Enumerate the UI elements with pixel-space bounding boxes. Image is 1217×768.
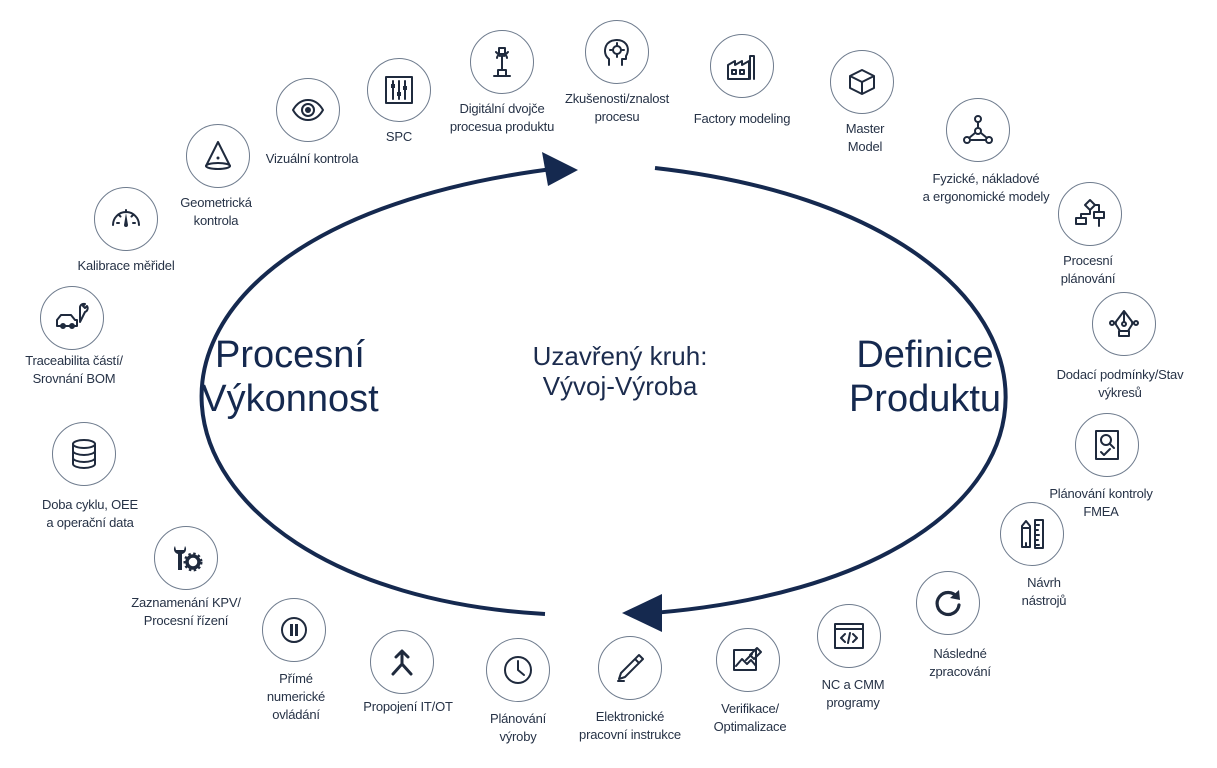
- cube-icon: [830, 50, 894, 114]
- cone-icon: [186, 124, 250, 188]
- sliders-icon: [367, 58, 431, 122]
- node-label: Návrh nástrojů: [1021, 575, 1067, 608]
- node-label: SPC: [385, 129, 413, 144]
- node-label: Verifikace/ Optimalizace: [713, 701, 787, 734]
- node-label: Zaznamenání KPV/ Procesní řízení: [131, 595, 241, 628]
- node-label: Dodací podmínky/Stav výkresů: [1056, 367, 1184, 400]
- node-label: Plánování kontroly FMEA: [1049, 486, 1153, 519]
- pen-nib-icon: [1092, 292, 1156, 356]
- node-label: Doba cyklu, OEE a operační data: [42, 497, 138, 530]
- wrench-gear-icon: [154, 526, 218, 590]
- node-label: NC a CMM programy: [821, 677, 885, 710]
- node-label: Geometrická kontrola: [180, 195, 252, 228]
- node-label: Vizuální kontrola: [265, 151, 359, 166]
- pen-icon: [598, 636, 662, 700]
- code-window-icon: [817, 604, 881, 668]
- node-label: Zkušenosti/znalost procesu: [564, 91, 670, 124]
- node-label: Následné zpracování: [929, 646, 991, 679]
- database-icon: [52, 422, 116, 486]
- node-label: Propojení IT/OT: [363, 699, 453, 714]
- pause-icon: [262, 598, 326, 662]
- node-label: Traceabilita částí/ Srovnání BOM: [25, 353, 123, 386]
- clock-icon: [486, 638, 550, 702]
- arrowhead-bottom: [622, 594, 662, 632]
- product-definition-title: Definice Produktu: [848, 334, 1002, 420]
- node-label: Elektronické pracovní instrukce: [579, 709, 681, 742]
- head-gear-icon: [585, 20, 649, 84]
- process-performance-title: Procesní Výkonnost: [201, 334, 379, 420]
- arrowhead-top: [542, 152, 578, 186]
- cycle-arc-top: [199, 166, 561, 616]
- hand-robot-icon: [470, 30, 534, 94]
- flowchart-icon: [1058, 182, 1122, 246]
- map-tools-icon: [716, 628, 780, 692]
- node-label: Master Model: [845, 121, 885, 154]
- car-wrench-icon: [40, 286, 104, 350]
- network-icon: [946, 98, 1010, 162]
- eye-icon: [276, 78, 340, 142]
- node-label: Kalibrace měřidel: [77, 258, 175, 273]
- factory-icon: [710, 34, 774, 98]
- node-label: Plánování výroby: [489, 711, 547, 744]
- refresh-icon: [916, 571, 980, 635]
- cycle-arc-bottom: [639, 166, 1008, 616]
- merge-arrow-icon: [370, 630, 434, 694]
- closed-loop-title: Uzavřený kruh: Vývoj-Výroba: [532, 341, 708, 401]
- pencil-ruler-icon: [1000, 502, 1064, 566]
- node-label: Procesní plánování: [1060, 253, 1116, 286]
- gauge-icon: [94, 187, 158, 251]
- node-label: Digitální dvojče procesua produktu: [449, 101, 555, 134]
- node-label: Přímé numerické ovládání: [266, 671, 326, 722]
- node-label: Fyzické, nákladové a ergonomické modely: [922, 171, 1050, 204]
- document-search-icon: [1075, 413, 1139, 477]
- node-label: Factory modeling: [693, 111, 791, 126]
